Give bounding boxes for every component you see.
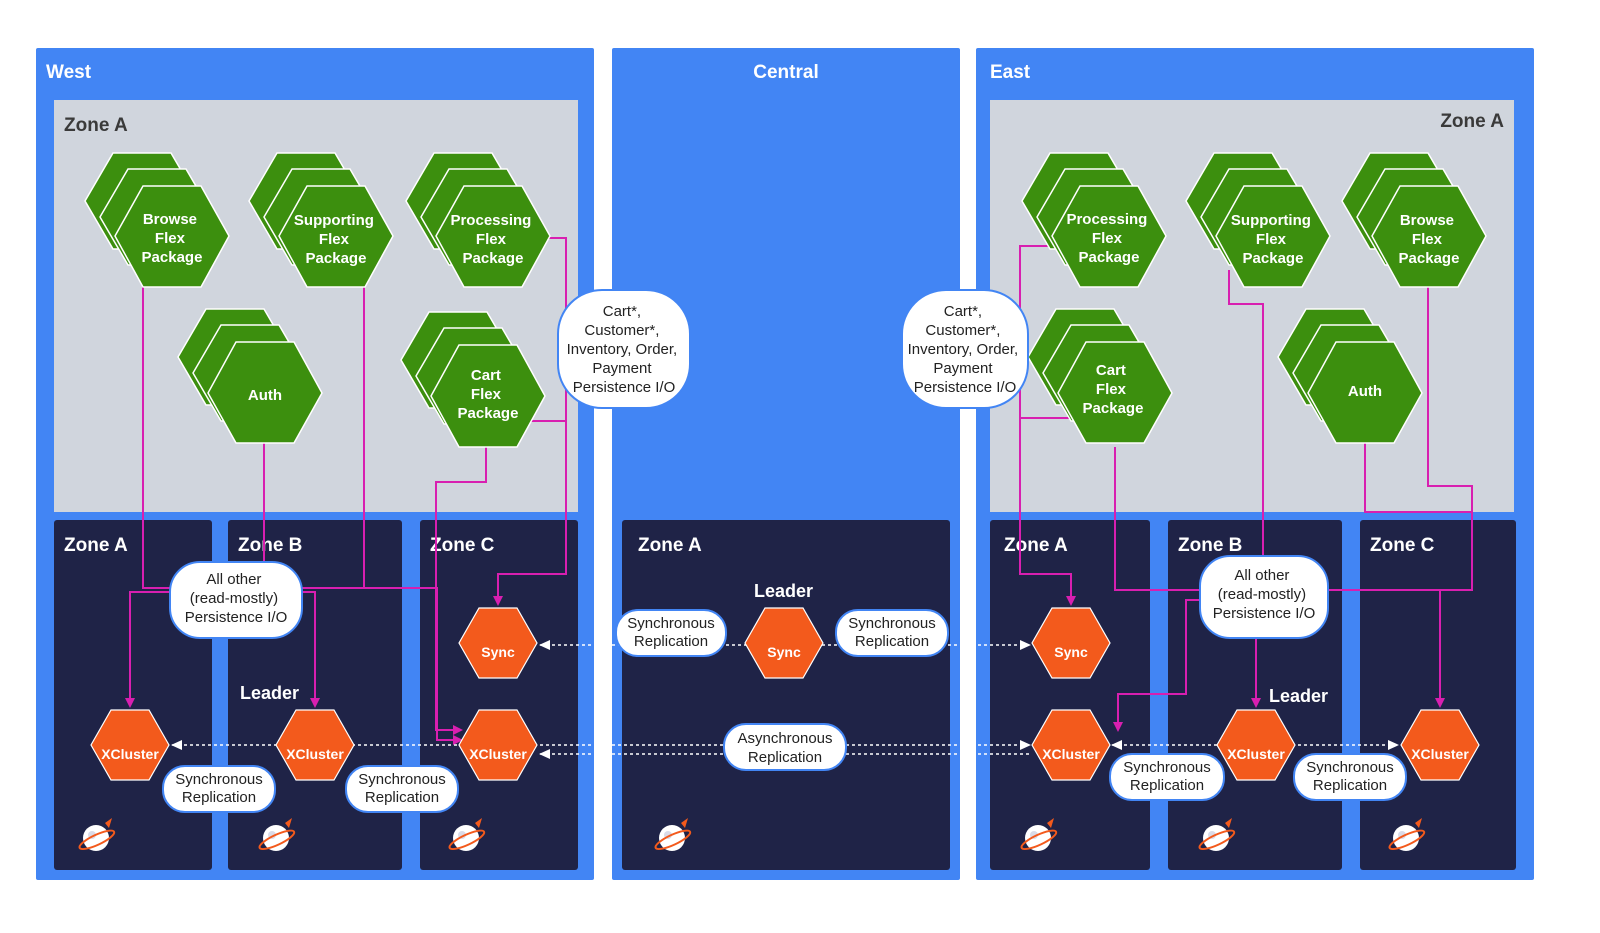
- central-leader-label: Leader: [754, 581, 813, 601]
- east-cart-persistence-bubble: Cart*, Customer*, Inventory, Order, Paym…: [901, 289, 1029, 409]
- west-xcluster-c-label: XCluster: [469, 746, 527, 762]
- svg-text:All other (read-mostly): All other (read-mostly) Persistence I/O: [185, 571, 288, 626]
- east-supporting-label: Supporting Flex Package: [1231, 212, 1315, 267]
- svg-text:All other (read-mostly): All other (read-mostly) Persistence I/O: [1213, 567, 1316, 622]
- svg-text:Cart*, Customer*,: Cart*, Customer*, Inventory, Order, Paym…: [567, 303, 682, 396]
- west-processing-label: Processing Flex Package: [450, 212, 535, 267]
- rocket-planet-icon: [448, 818, 486, 851]
- region-central-title: Central: [753, 62, 818, 83]
- rocket-planet-icon: [1388, 818, 1426, 851]
- east-xcluster-c-label: XCluster: [1411, 746, 1469, 762]
- east-sync-label: Sync: [1054, 644, 1088, 660]
- east-db-zone-c: Zone C: [1360, 520, 1516, 870]
- region-west-title: West: [46, 62, 92, 83]
- rocket-planet-icon: [258, 818, 296, 851]
- west-xcluster-zone-b: XCluster: [275, 709, 355, 781]
- west-supporting-flex-package: Supporting Flex Package: [248, 152, 394, 288]
- west-xcluster-a-label: XCluster: [101, 746, 159, 762]
- rocket-planet-icon: [654, 818, 692, 851]
- west-db-zone-a-title: Zone A: [64, 535, 128, 556]
- east-processing-label: Processing Flex Package: [1066, 211, 1151, 266]
- east-xcluster-zone-a: XCluster: [1031, 709, 1111, 781]
- west-xcluster-b-label: XCluster: [286, 746, 344, 762]
- west-auth: Auth: [177, 308, 323, 444]
- east-all-other-persistence-bubble: All other (read-mostly) Persistence I/O: [1199, 555, 1329, 639]
- east-xcluster-zone-b: XCluster: [1216, 709, 1296, 781]
- east-supporting-flex-package: Supporting Flex Package: [1185, 152, 1331, 288]
- west-db-zone-b-title: Zone B: [238, 535, 302, 556]
- west-db-zone-c: Zone C: [420, 520, 578, 870]
- east-db-zone-b-title: Zone B: [1178, 535, 1242, 556]
- rocket-planet-icon: [1020, 818, 1058, 851]
- east-app-zone-title: Zone A: [1440, 111, 1504, 132]
- west-cart-flex-package: Cart Flex Package: [400, 311, 546, 448]
- west-app-zone-title: Zone A: [64, 115, 128, 136]
- east-cart-label: Cart Flex Package: [1083, 362, 1144, 417]
- east-browse-flex-package: Browse Flex Package: [1341, 152, 1487, 288]
- west-supporting-label: Supporting Flex Package: [294, 212, 378, 267]
- west-leader-label: Leader: [240, 683, 299, 703]
- west-processing-flex-package: Processing Flex Package: [405, 152, 551, 288]
- east-xcluster-a-label: XCluster: [1042, 746, 1100, 762]
- zone-icons: [78, 818, 1426, 851]
- east-db-zone-a-title: Zone A: [1004, 535, 1068, 556]
- rocket-planet-icon: [78, 818, 116, 851]
- persistence-connectors: [125, 237, 1473, 745]
- east-processing-flex-package: Processing Flex Package: [1021, 152, 1167, 288]
- west-xcluster-zone-a: XCluster: [90, 709, 170, 781]
- west-sync-label: Sync: [481, 644, 515, 660]
- west-db-zone-c-title: Zone C: [430, 535, 495, 556]
- west-all-other-persistence-bubble: All other (read-mostly) Persistence I/O: [169, 561, 303, 639]
- region-east-title: East: [990, 62, 1031, 83]
- replication-lines: [171, 640, 1399, 759]
- west-cart-persistence-bubble: Cart*, Customer*, Inventory, Order, Paym…: [557, 289, 691, 409]
- svg-text:Cart*, Customer*,: Cart*, Customer*, Inventory, Order, Paym…: [908, 303, 1023, 396]
- west-xcluster-zone-c: XCluster: [458, 709, 538, 781]
- west-sync-node: Sync: [458, 607, 538, 679]
- east-sync-node: Sync: [1031, 607, 1111, 679]
- west-auth-label: Auth: [248, 387, 282, 404]
- central-sync-node: Sync: [744, 607, 824, 679]
- east-xcluster-b-label: XCluster: [1227, 746, 1285, 762]
- east-xcluster-zone-c: XCluster: [1400, 709, 1480, 781]
- central-db-zone-a: Zone A: [622, 520, 950, 870]
- east-auth: Auth: [1277, 308, 1423, 444]
- rocket-planet-icon: [1198, 818, 1236, 851]
- central-db-zone-a-title: Zone A: [638, 535, 702, 556]
- central-sync-label: Sync: [767, 644, 801, 660]
- east-cart-flex-package: Cart Flex Package: [1027, 308, 1173, 444]
- east-auth-label: Auth: [1348, 383, 1382, 400]
- east-leader-label: Leader: [1269, 686, 1328, 706]
- east-db-zone-c-title: Zone C: [1370, 535, 1435, 556]
- west-cart-label: Cart Flex Package: [458, 367, 519, 422]
- west-browse-label: Browse Flex Package: [142, 211, 203, 266]
- east-browse-label: Browse Flex Package: [1399, 212, 1460, 267]
- west-browse-flex-package: Browse Flex Package: [84, 152, 230, 288]
